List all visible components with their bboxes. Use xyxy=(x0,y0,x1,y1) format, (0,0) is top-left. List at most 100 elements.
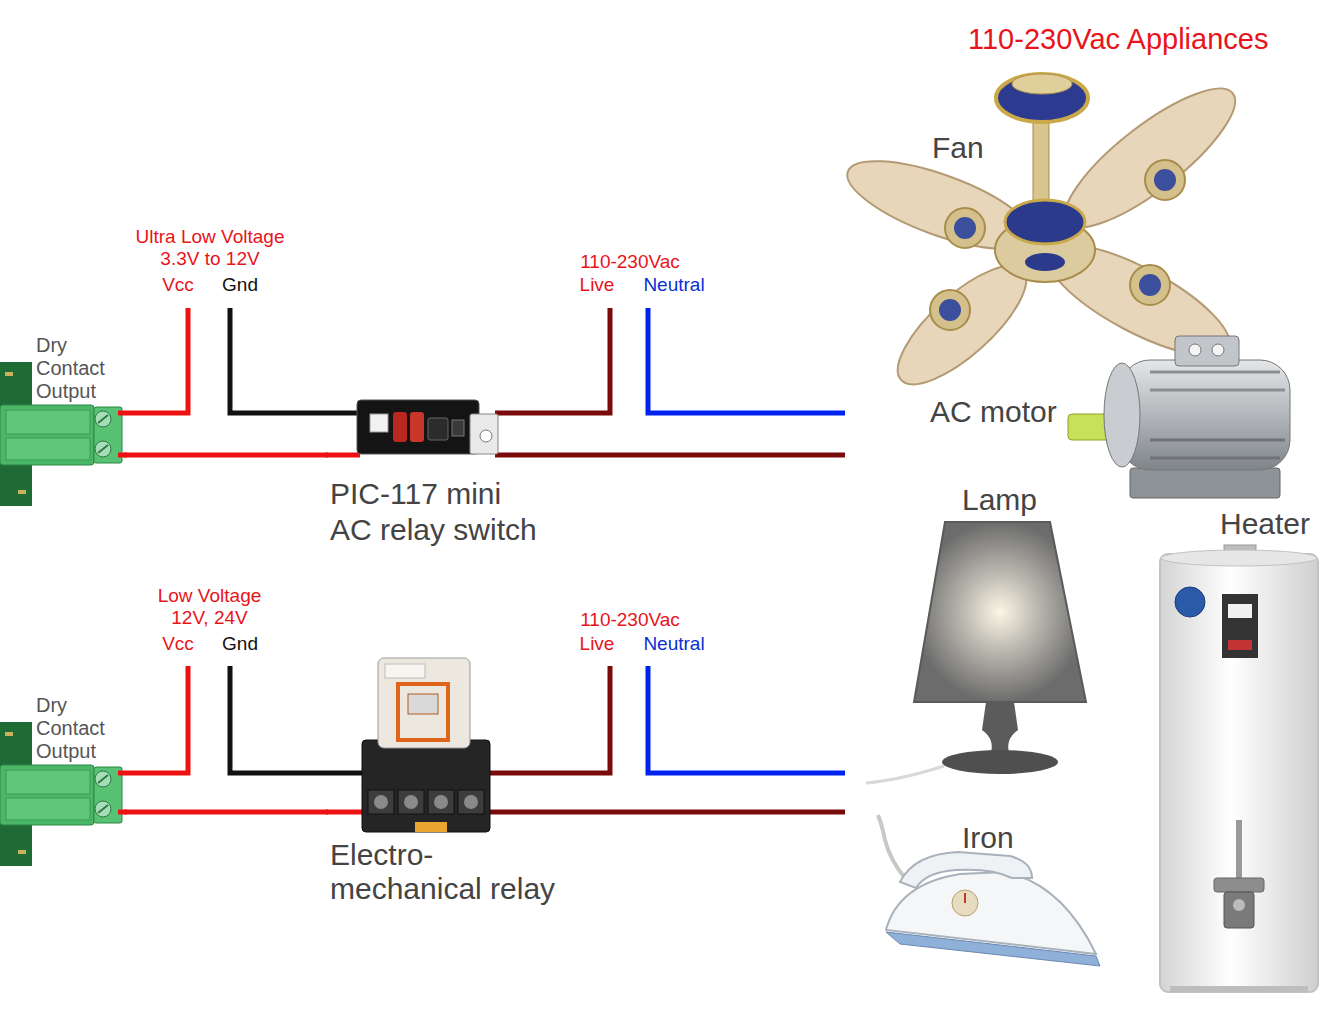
electromechanical-relay xyxy=(458,790,484,814)
terminal-block xyxy=(98,805,108,813)
terminal-block xyxy=(98,775,108,783)
relay-board xyxy=(357,400,498,454)
relay-module: PIC-117 mini AC relay switch xyxy=(328,396,554,556)
ceiling-fan xyxy=(838,68,1253,402)
terminal-block xyxy=(5,732,13,736)
appliance-name: Iron xyxy=(962,820,1014,855)
electromechanical-relay xyxy=(428,790,454,814)
diagram-title: 110-230Vac Appliances xyxy=(968,22,1268,56)
clothes-iron xyxy=(900,852,1032,888)
ac-motor xyxy=(1130,468,1280,498)
terminal-block xyxy=(95,771,111,787)
ac-motor xyxy=(1120,360,1290,470)
table-lamp xyxy=(942,750,1058,774)
node-caption: Electro- mechanical relay xyxy=(330,838,570,906)
terminal-block xyxy=(0,405,94,465)
ac-motor xyxy=(1189,344,1201,356)
electromechanical-relay xyxy=(408,694,438,714)
clothes-iron xyxy=(952,890,978,916)
terminal-block xyxy=(6,770,90,794)
voltage-note: 110-230Vac xyxy=(566,251,694,273)
ac-motor xyxy=(1068,336,1290,498)
water-heater xyxy=(1160,554,1318,992)
signal-name: Neutral xyxy=(632,633,716,655)
table-lamp xyxy=(982,702,1018,755)
electromechanical-relay xyxy=(368,790,394,814)
water-heater xyxy=(1170,986,1308,992)
table-lamp xyxy=(866,766,944,783)
ac-motor xyxy=(1150,439,1285,442)
terminal-block xyxy=(94,407,122,463)
ceiling-fan xyxy=(996,74,1088,122)
terminal-block xyxy=(18,850,26,854)
relay-board xyxy=(357,400,479,454)
ceiling-fan xyxy=(1154,169,1176,191)
clothes-iron xyxy=(878,815,905,878)
table-lamp xyxy=(866,522,1086,783)
terminal-block xyxy=(94,767,122,823)
wire xyxy=(118,666,188,773)
ac-motor xyxy=(1212,344,1224,356)
ac-motor xyxy=(1150,371,1280,374)
ac-motor xyxy=(1175,336,1239,366)
signal-name: Live xyxy=(572,274,622,296)
relay-board xyxy=(370,414,388,432)
water-heater xyxy=(1233,899,1245,911)
ac-motor xyxy=(1150,457,1280,460)
relay-board xyxy=(470,414,498,454)
voltage-note: Low Voltage 12V, 24V xyxy=(147,585,272,629)
ceiling-fan xyxy=(1005,200,1085,244)
wire xyxy=(118,308,845,455)
terminal-block xyxy=(18,490,26,494)
terminal-block xyxy=(0,765,94,825)
terminal-block xyxy=(95,411,111,427)
wire xyxy=(648,308,845,413)
terminal-block xyxy=(95,801,111,817)
water-heater xyxy=(1160,545,1318,992)
node-caption: Dry Contact Output xyxy=(36,334,118,403)
terminal-block xyxy=(6,798,90,820)
relay-board xyxy=(410,412,424,442)
relay-board xyxy=(393,412,407,442)
ceiling-fan xyxy=(1012,74,1072,94)
electromechanical-relay xyxy=(378,658,470,748)
relay-board xyxy=(428,418,448,440)
signal-name: Vcc xyxy=(155,274,201,296)
ceiling-fan xyxy=(1033,115,1049,205)
wire xyxy=(326,810,366,815)
electromechanical-relay xyxy=(385,664,425,678)
wire xyxy=(118,308,188,413)
ceiling-fan xyxy=(1025,253,1065,271)
ceiling-fan xyxy=(939,299,961,321)
electromechanical-relay xyxy=(415,822,447,832)
voltage-note: Ultra Low Voltage 3.3V to 12V xyxy=(125,226,295,270)
appliance-name: Heater xyxy=(1220,506,1310,541)
wire-connector xyxy=(124,810,328,815)
terminal-block xyxy=(6,410,90,434)
electromechanical-relay xyxy=(398,790,424,814)
relay-board xyxy=(480,430,492,442)
wire xyxy=(326,453,360,458)
ceiling-fan xyxy=(1139,274,1161,296)
signal-name: Vcc xyxy=(155,633,201,655)
terminal-block xyxy=(6,438,90,460)
appliance-name: Lamp xyxy=(962,482,1037,517)
clothes-iron xyxy=(964,893,966,903)
wire-connector xyxy=(124,453,328,458)
water-heater xyxy=(1228,604,1252,618)
terminal-block xyxy=(98,445,108,453)
signal-name: Gnd xyxy=(214,274,266,296)
appliance-name: Fan xyxy=(932,130,984,165)
wire xyxy=(230,308,360,413)
ceiling-fan xyxy=(1145,160,1185,200)
water-heater xyxy=(1214,878,1264,892)
electromechanical-relay xyxy=(374,795,388,809)
appliance-name: AC motor xyxy=(930,394,1057,429)
node-caption: PIC-117 mini AC relay switch xyxy=(330,476,545,548)
wire xyxy=(230,666,366,773)
node-caption: Dry Contact Output xyxy=(36,694,118,763)
terminal-block xyxy=(95,441,111,457)
